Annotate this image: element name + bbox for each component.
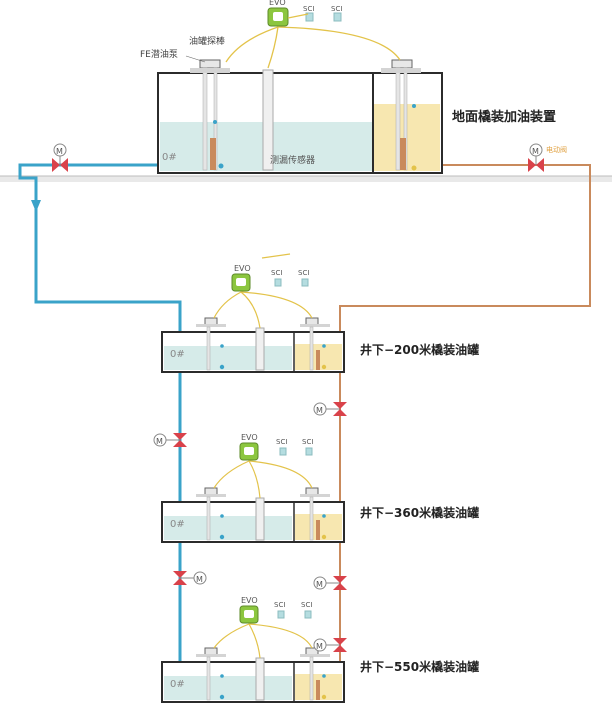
signal-wires-550 (213, 623, 313, 659)
motor-360-icon: M (316, 580, 323, 589)
valve-supply-360-550 (173, 571, 207, 585)
evo-360-label: EVO (241, 433, 258, 442)
surface-supply-valve (52, 143, 68, 172)
sci-550-label-2: SCI (301, 601, 312, 609)
valve-return-550 (313, 638, 347, 652)
surface-return-motor-icon: M (532, 147, 539, 156)
tank-200 (161, 317, 345, 373)
controller-550 (239, 605, 312, 624)
sci-200-label-2: SCI (298, 269, 309, 277)
sci-360-label-2: SCI (302, 438, 313, 446)
controller-200 (231, 273, 309, 292)
tank-360-fuel-grade-label: 0# (170, 519, 185, 530)
surface-evo-label: EVO (269, 0, 286, 7)
motor-200-icon: M (316, 406, 323, 415)
surface-sci-label-1: SCI (303, 5, 314, 13)
sci-550-label-1: SCI (274, 601, 285, 609)
evo-200-label: EVO (234, 264, 251, 273)
sci-360-label-1: SCI (276, 438, 287, 446)
surface-controller (267, 7, 342, 27)
station-550-label: 井下−550米橇装油罐 (360, 659, 479, 674)
surface-return-valve (528, 143, 544, 172)
tank-550-fuel-grade-label: 0# (170, 679, 185, 690)
evo-550-label: EVO (241, 596, 258, 605)
signal-wires-200 (213, 253, 313, 329)
valve-supply-200-360 (153, 433, 187, 447)
motor-360-550-icon: M (196, 575, 203, 584)
station-360-label: 井下−360米橇装油罐 (360, 505, 479, 520)
station-200-label: 井下−200米橇装油罐 (360, 342, 479, 357)
tank-360 (161, 487, 345, 543)
surface-tank (157, 59, 443, 174)
surface-supply-motor-icon: M (56, 147, 63, 156)
return-pipe (339, 164, 591, 662)
motor-200-360-icon: M (156, 437, 163, 446)
motor-550-icon: M (316, 642, 323, 651)
supply-pipe (18, 163, 182, 662)
surface-fuel-grade-label: 0# (162, 152, 177, 163)
surface-signal-wires (225, 13, 401, 69)
signal-wires-360 (213, 460, 313, 499)
flow-arrow-icon (31, 200, 41, 212)
valve-return-360 (313, 576, 347, 590)
pump-label-leader (185, 55, 206, 63)
sci-200-label-1: SCI (271, 269, 282, 277)
solenoid-valve-label: 电动阀 (546, 145, 567, 154)
surface-station-label: 地面橇装加油装置 (452, 109, 556, 125)
tank-probe-label: 油罐探棒 (189, 35, 225, 47)
controller-360 (239, 442, 313, 461)
tank-550 (161, 647, 345, 703)
surface-sci-label-2: SCI (331, 5, 342, 13)
ground-line (0, 175, 612, 182)
tank-200-fuel-grade-label: 0# (170, 349, 185, 360)
valve-return-200 (313, 402, 347, 416)
submersible-pump-label: FE潜油泵 (140, 48, 178, 60)
leak-sensor-label: 测漏传感器 (270, 154, 315, 166)
